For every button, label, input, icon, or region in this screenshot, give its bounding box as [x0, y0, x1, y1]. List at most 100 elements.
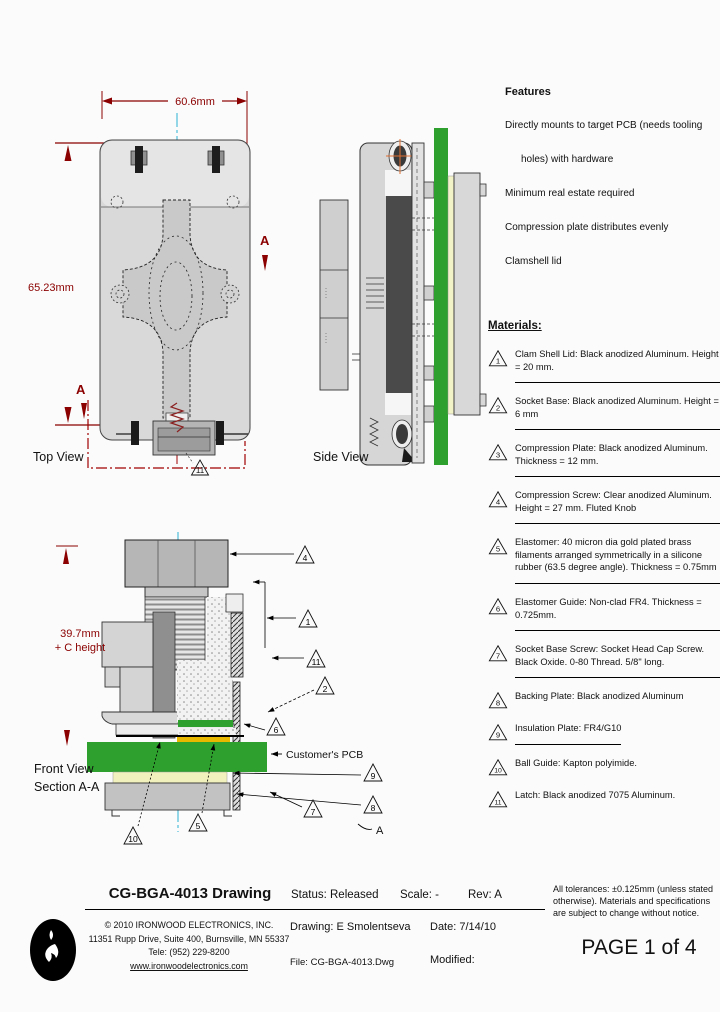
material-number-triangle-icon: 9	[488, 724, 508, 741]
side-view-drawing	[319, 128, 487, 466]
backing-plate-side	[453, 172, 481, 416]
date-text: Date: 7/14/10	[430, 921, 497, 933]
material-number-triangle-icon: 5	[488, 538, 508, 555]
modified-text: Modified:	[430, 954, 475, 966]
feature-item: Directly mounts to target PCB (needs too…	[505, 120, 703, 131]
dark-cavity	[386, 196, 413, 393]
material-number-triangle-icon: 3	[488, 444, 508, 461]
page-number: PAGE 1 of 4	[581, 936, 697, 959]
top-view-label: Top View	[33, 450, 84, 464]
ironwood-logo	[30, 919, 76, 981]
material-number-triangle-icon: 10	[488, 758, 508, 775]
callout-triangle-icon: 11	[190, 459, 210, 476]
elastomer-strip	[177, 737, 230, 742]
callout-triangle-icon: 9	[363, 763, 383, 782]
feature-item: holes) with hardware	[521, 154, 614, 165]
svg-text:9: 9	[496, 731, 500, 740]
callout-triangle-icon: 7	[303, 799, 323, 818]
material-number-triangle-icon: 6	[488, 597, 508, 615]
dotted-region	[177, 660, 233, 724]
svg-text:10: 10	[494, 767, 502, 774]
feature-item: Clamshell lid	[505, 256, 562, 267]
rev-text: Rev: A	[468, 889, 502, 901]
spring-detail	[352, 277, 384, 361]
material-item: 7 Socket Base Screw: Socket Head Cap Scr…	[488, 643, 720, 679]
mounting-hole	[396, 424, 408, 444]
compression-plate-outline	[122, 199, 228, 419]
callout-triangle-icon: 5	[188, 813, 208, 832]
backing-plate	[104, 782, 231, 811]
svg-text:8: 8	[371, 803, 376, 813]
base-screw-section	[230, 612, 244, 678]
file-name: File: CG-BGA-4013.Dwg	[290, 957, 395, 968]
tolerances-note: All tolerances: ±0.125mm (unless stated …	[553, 884, 714, 919]
section-arrow-icon	[81, 403, 87, 419]
top-view-height-dim: 65.23mm	[28, 282, 74, 294]
website-link[interactable]: www.ironwoodelectronics.com	[130, 960, 248, 971]
status-text: Status: Released	[291, 889, 379, 901]
insulation-strip	[447, 175, 455, 415]
pcb-label: Customer's PCB	[286, 749, 363, 761]
svg-text:5: 5	[496, 545, 500, 554]
side-view-label: Side View	[313, 450, 369, 464]
feature-item: Compression plate distributes evenly	[505, 222, 669, 233]
material-number-triangle-icon: 11	[488, 790, 508, 807]
material-number-triangle-icon: 4	[488, 491, 508, 508]
materials-heading: Materials:	[488, 320, 542, 332]
material-number-triangle-icon: 8	[488, 692, 508, 709]
features-list: Features Directly mounts to target PCB (…	[505, 86, 717, 290]
callout-triangle-icon: 4	[295, 545, 315, 564]
drawing-by: Drawing: E Smolentseva	[290, 921, 411, 933]
front-view-drawing: 4 1 11 2 6 Customer's PCB 9	[56, 532, 384, 845]
material-item: 2 Socket Base: Black anodized Aluminum. …	[488, 395, 720, 431]
material-number-triangle-icon: 1	[488, 349, 508, 367]
svg-text:5: 5	[196, 821, 201, 831]
svg-text:8: 8	[496, 699, 500, 708]
phone: Tele: (952) 229-8200	[148, 947, 230, 958]
material-item: 6 Elastomer Guide: Non-clad FR4. Thickne…	[488, 596, 720, 632]
svg-text:4: 4	[303, 553, 308, 563]
material-item: 5 Elastomer: 40 micron dia gold plated b…	[488, 536, 720, 585]
svg-text:7: 7	[496, 652, 500, 661]
svg-text:2: 2	[496, 404, 500, 413]
lid-section	[101, 621, 154, 668]
insulation-plate	[112, 771, 228, 784]
callout-triangle-icon: 10	[123, 826, 143, 845]
svg-text:9: 9	[371, 771, 376, 781]
top-view-width-dim: 60.6mm	[175, 96, 215, 108]
svg-text:11: 11	[196, 466, 205, 475]
section-arrow-icon	[262, 255, 268, 271]
svg-text:6: 6	[274, 725, 279, 735]
callout-triangle-icon: 2	[315, 676, 335, 695]
address: 11351 Rupp Drive, Suite 400, Burnsville,…	[88, 933, 290, 944]
svg-text:3: 3	[496, 451, 500, 460]
material-item: 9 Insulation Plate: FR4/G10	[488, 722, 720, 745]
latch-tab	[212, 146, 220, 173]
top-view-drawing: 60.6mm 65.23mm	[28, 91, 270, 476]
features-heading: Features	[505, 86, 551, 98]
section-marker-a: A	[260, 233, 270, 248]
feature-item: Minimum real estate required	[505, 188, 635, 199]
callout-triangle-icon: 8	[363, 795, 383, 814]
svg-text:10: 10	[128, 834, 138, 844]
front-view-label: Front View Section A-A	[34, 762, 100, 795]
materials-list: Materials: 1 Clam Shell Lid: Black anodi…	[488, 320, 720, 821]
material-item: 8 Backing Plate: Black anodized Aluminum	[488, 690, 720, 710]
callout-triangle-icon: 1	[298, 609, 318, 628]
title-divider	[85, 909, 545, 910]
latch-tab	[135, 146, 143, 173]
material-item: 10 Ball Guide: Kapton polyimide.	[488, 757, 720, 777]
callout-triangle-icon: 11	[306, 649, 326, 668]
customer-pcb	[87, 742, 267, 772]
latch-spring	[169, 402, 185, 433]
material-number-triangle-icon: 2	[488, 396, 508, 414]
section-marker-a: A	[76, 382, 86, 397]
screw-knob	[124, 539, 229, 588]
drawing-title: CG-BGA-4013 Drawing	[108, 885, 272, 902]
target-pcb	[434, 128, 448, 465]
svg-text:1: 1	[306, 617, 311, 627]
section-cut-line	[87, 400, 246, 469]
material-item: 4 Compression Screw: Clear anodized Alum…	[488, 489, 720, 525]
material-item: 1 Clam Shell Lid: Black anodized Aluminu…	[488, 348, 720, 384]
svg-text:11: 11	[494, 799, 501, 806]
